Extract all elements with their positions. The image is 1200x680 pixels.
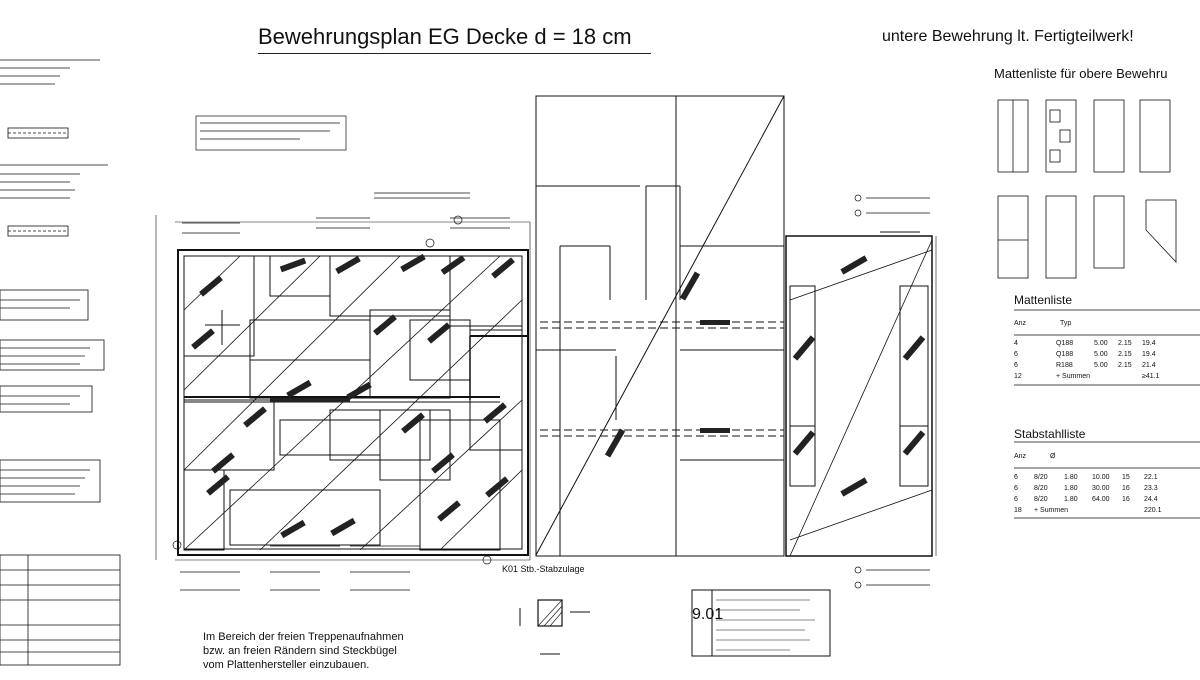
- left-plan-annotations: [172, 115, 510, 591]
- rebar-labels-right: [792, 255, 926, 497]
- matten-col-anz: Anz: [1014, 320, 1027, 327]
- building-section-labels: [604, 271, 730, 458]
- drawing-subtitle: untere Bewehrung lt. Fertigteilwerk!: [882, 28, 1134, 45]
- building-section: [535, 95, 785, 557]
- stab-col-dm: Ø: [1050, 453, 1056, 460]
- matten-col-typ: Typ: [1060, 320, 1071, 327]
- matten-table: [1014, 309, 1200, 386]
- note-box-right: [691, 589, 831, 657]
- detail-label: 9.01: [692, 606, 724, 623]
- mat-schedule-thumbnails: [997, 99, 1177, 279]
- left-legend: [0, 59, 108, 503]
- detail-drawing: [519, 599, 590, 655]
- bottom-note: Im Bereich der freien Treppenaufnahmen b…: [203, 630, 404, 672]
- note-line: Im Bereich der freien Treppenaufnahmen: [203, 631, 404, 643]
- slab-plan-right: [785, 231, 937, 557]
- right-plan-annotations: [854, 194, 930, 589]
- stab-table: [1014, 441, 1200, 519]
- stab-col-anz: Anz: [1014, 453, 1027, 460]
- matten-heading: Mattenliste: [1014, 293, 1073, 307]
- note-line: bzw. an freien Rändern sind Steckbügel: [203, 645, 397, 657]
- stab-heading: Stabstahlliste: [1014, 427, 1086, 441]
- table-values: Anz Typ Anz Ø: [1014, 320, 1071, 460]
- matten-row: 12+ Summen≥41.1: [1014, 373, 1160, 380]
- rebar-labels-left: [191, 253, 515, 539]
- note-line: vom Plattenhersteller einzubauen.: [203, 659, 370, 671]
- mat-list-heading: Mattenliste für obere Bewehru: [994, 66, 1168, 81]
- drawing-title: Bewehrungsplan EG Decke d = 18 cm: [258, 24, 632, 49]
- legend-table: [0, 554, 121, 666]
- detail-title: K01 Stb.-Stabzulage: [502, 564, 585, 574]
- title-underline: [258, 53, 651, 54]
